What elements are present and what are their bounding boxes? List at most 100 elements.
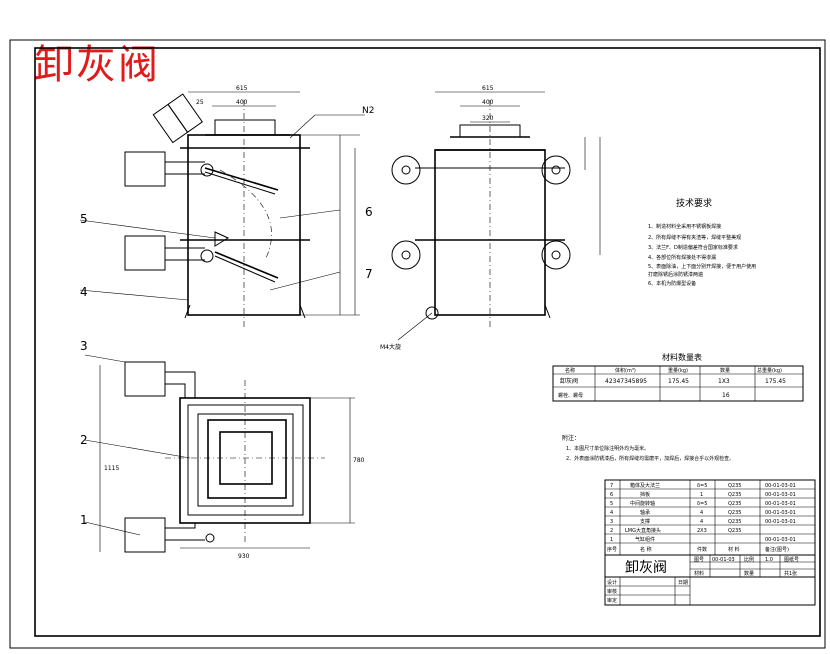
title-name: 卸灰阀 (625, 560, 667, 576)
table-row: LMG大直角接头 (625, 527, 661, 534)
callout-4: 4 (80, 285, 88, 299)
table-row: 2X3 (697, 528, 707, 534)
outer-frame (9, 39, 826, 649)
bom-rows: 7 箱体及大法兰 δ=5 Q235 00-01-03-01 6 挡板 1 Q23… (607, 482, 796, 553)
table-row: 4 (610, 510, 613, 516)
table-row: 00-01-03-01 (765, 501, 796, 507)
bom-header: 名 称 (640, 546, 652, 553)
label-m4: M4大旋 (380, 343, 401, 351)
callout-6: 6 (365, 205, 373, 219)
dim-front-left: 25 (196, 99, 204, 106)
title-weight-label: 图纸号 (784, 556, 799, 563)
tech-line: 5、表面除油，上下面分别开焊接，便于用户使用 (648, 263, 756, 270)
table-row: 00-01-03-01 (765, 492, 796, 498)
bom-header: 材 料 (728, 546, 740, 553)
material-heading: 材料数量表 (662, 352, 702, 362)
title-date: 日期 (678, 580, 688, 586)
front-view (79, 91, 365, 330)
title-scale-label: 比例 (744, 556, 754, 563)
title-sheet: 共1张 (784, 570, 797, 577)
side-view (391, 91, 601, 341)
stamp-title: 卸灰阀 (34, 42, 160, 88)
bom-table (604, 479, 816, 556)
callout-2: 2 (80, 433, 88, 447)
notes-heading: 附注： (562, 434, 580, 442)
table-row: 1 (700, 492, 703, 498)
title-designer: 设计 (607, 579, 617, 586)
dim-front-top: 615 (236, 85, 248, 92)
table-row: 3 (610, 519, 613, 525)
dim-plan-height: 1115 (104, 465, 119, 472)
plan-view (84, 354, 355, 553)
mt-h0: 名称 (565, 367, 575, 374)
title-checker: 审核 (607, 588, 617, 595)
dim-plan-right: 780 (353, 457, 365, 464)
dim-side-top-inner: 400 (482, 99, 494, 106)
mt-r0c3: 1X3 (718, 378, 730, 385)
mt-r1c0: 螺栓、螺母 (558, 392, 583, 399)
table-row: 7 (610, 483, 613, 489)
title-block (604, 554, 816, 606)
tech-heading: 技术要求 (676, 197, 712, 209)
callout-3: 3 (80, 339, 88, 353)
dim-plan-bottom: 930 (238, 553, 250, 560)
dim-side-top: 615 (482, 85, 494, 92)
table-row: δ=5 (697, 501, 707, 507)
title-scale: 1.0 (765, 557, 773, 563)
table-row: 6 (610, 492, 613, 498)
table-row: 00-01-03-01 (765, 483, 796, 489)
tech-lines: 1、制造材料全采用不锈钢板焊接 2、所有焊缝不得有夹渣等，焊缝平整美观 3、法兰… (648, 223, 756, 287)
tech-line: 打磨除锈后涂防锈漆两遍 (648, 271, 703, 278)
table-row: Q235 (728, 492, 741, 498)
mt-h4: 总重量(kg) (757, 367, 782, 374)
table-row: 轴承 (640, 509, 650, 516)
title-approver: 审定 (607, 597, 617, 604)
mt-h2: 重量(kg) (668, 367, 688, 374)
callout-7: 7 (365, 267, 373, 281)
table-row: Q235 (728, 519, 741, 525)
table-row: 2 (610, 528, 613, 534)
table-row: 4 (700, 510, 703, 516)
title-drawing-no-label: 图号 (694, 557, 704, 563)
table-row: 支撑 (640, 518, 650, 525)
table-row: 1 (610, 537, 613, 543)
notes-line: 2、外表面涂防锈漆后，所有焊缝均需磨平，加焊后，焊接合乎以外观检查。 (566, 455, 734, 462)
bom-header: 件数 (697, 546, 707, 553)
table-row: Q235 (728, 510, 741, 516)
table-row: Q235 (728, 501, 741, 507)
table-row: 00-01-03-01 (765, 510, 796, 516)
table-row: 挡板 (640, 491, 650, 498)
table-row: δ=5 (697, 483, 707, 489)
title-qty-label: 数量 (744, 570, 754, 577)
callout-1: 1 (80, 513, 88, 527)
mt-h1: 体积(m³) (615, 367, 636, 374)
tech-line: 6、本机为防爆型设备 (648, 280, 696, 287)
table-row: 5 (610, 501, 613, 507)
material-table (552, 365, 804, 402)
mt-h3: 数量 (720, 367, 730, 374)
table-row: Q235 (728, 483, 741, 489)
title-material-label: 材料 (694, 570, 704, 577)
bom-header: 备注(图号) (765, 546, 789, 553)
notes-line: 1、本图尺寸单位除注明外均为毫米。 (566, 445, 649, 452)
table-row: 00-01-03-01 (765, 519, 796, 525)
table-row: 箱体及大法兰 (630, 482, 660, 489)
tech-line: 3、法兰F、D制造偏差符合国家标准要求 (648, 244, 738, 251)
dim-side-top-small: 320 (482, 115, 494, 122)
mt-r1c3: 16 (722, 392, 730, 399)
bom-header: 序号 (607, 546, 617, 553)
mt-r0c4: 175.45 (765, 378, 786, 385)
table-row: Q235 (728, 528, 741, 534)
table-row: 00-01-03-01 (765, 537, 796, 543)
title-drawing-no: 00-01-03 (712, 557, 735, 563)
inner-frame (34, 47, 821, 637)
mt-r0c1: 42347345895 (605, 378, 647, 385)
table-row: 中间旋转轴 (630, 500, 655, 507)
mt-r0c0: 卸灰阀 (560, 377, 578, 385)
callout-n2: N2 (362, 106, 374, 116)
tech-line: 2、所有焊缝不得有夹渣等，焊缝平整美观 (648, 234, 741, 241)
tech-line: 4、各部位所有焊接处不得渗漏 (648, 254, 716, 261)
callout-5: 5 (80, 212, 88, 226)
dim-front-top-inner: 400 (236, 99, 248, 106)
